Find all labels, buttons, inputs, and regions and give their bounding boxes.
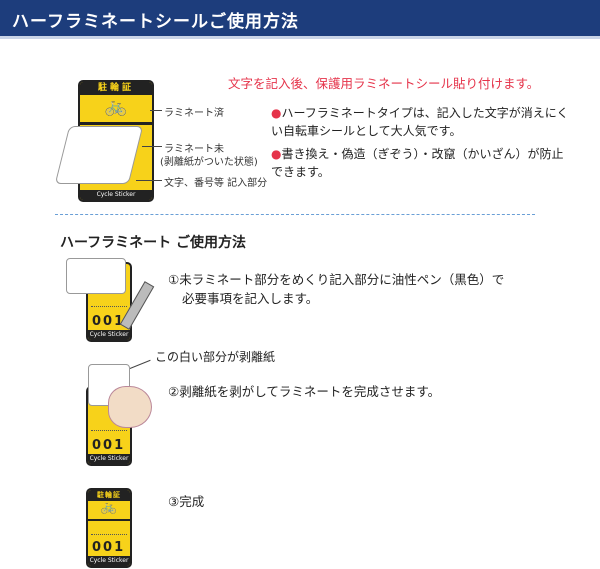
bicycle-icon: 🚲: [100, 500, 118, 515]
divider: [55, 214, 535, 215]
bicycle-icon: 🚲: [104, 96, 128, 117]
step1-text: ①未ラミネート部分をめくり記入部分に油性ペン（黒色）で必要事項を記入します。: [168, 272, 505, 306]
page-header: ハーフラミネートシールご使用方法: [0, 0, 600, 39]
usage-heading: ハーフラミネート ご使用方法: [60, 235, 247, 251]
laminate-flap: [54, 126, 144, 184]
step3-sticker: 駐輪証 🚲 001 Cycle Sticker: [86, 488, 132, 568]
label-unlaminated: ラミネート未: [164, 144, 224, 155]
step2-text: ②剥離紙を剥がしてラミネートを完成させます。: [168, 384, 441, 399]
hand-lifting-flap: [66, 258, 126, 294]
sticker-title: 駐輪証: [80, 82, 152, 95]
label-release-paper-state: (剥離紙がついた状態): [160, 157, 258, 168]
hand-peeling: [108, 386, 152, 428]
page-title: ハーフラミネートシールご使用方法: [12, 12, 299, 32]
sticker-footer: Cycle Sticker: [80, 190, 152, 200]
label-writing-area: 文字、番号等 記入部分: [164, 178, 268, 189]
step3-text: ③完成: [168, 494, 205, 509]
notice-text: 文字を記入後、保護用ラミネートシール貼り付けます。: [228, 76, 540, 91]
label-laminated: ラミネート済: [164, 108, 224, 119]
release-paper-label: この白い部分が剥離紙: [155, 350, 276, 364]
bullet-2: ●書き換え・偽造（ぎぞう）・改竄（かいざん）が防止できます。: [271, 147, 564, 179]
bullet-1: ●ハーフラミネートタイプは、記入した文字が消えにくい自転車シールとして大人気です…: [271, 106, 569, 138]
